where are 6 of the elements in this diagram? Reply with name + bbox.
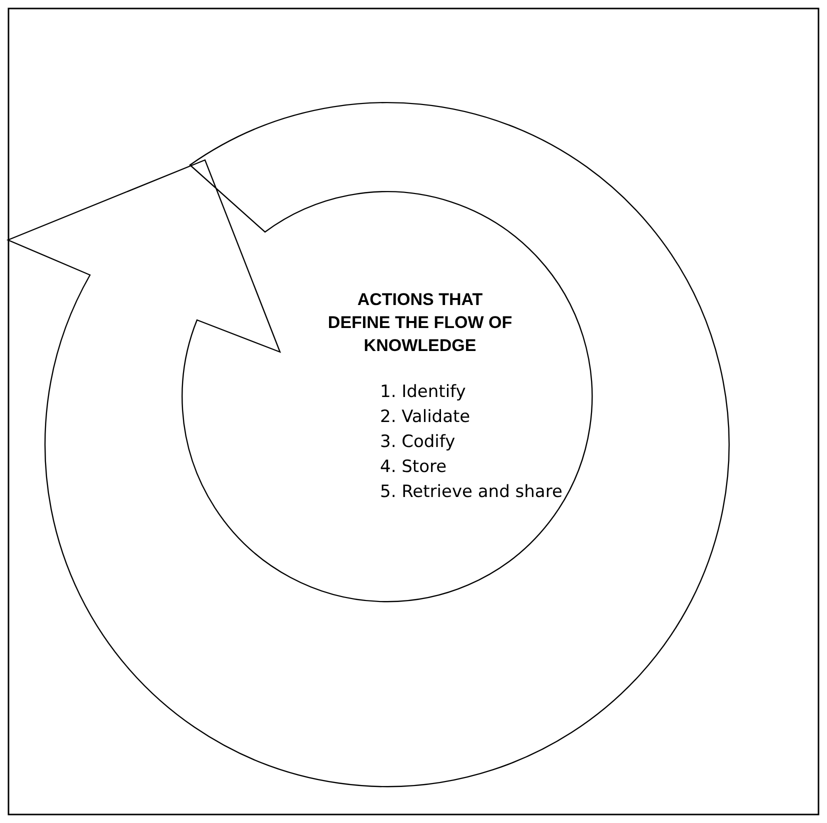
heading: ACTIONS THAT DEFINE THE FLOW OF KNOWLEDGE bbox=[326, 289, 514, 357]
list-item: 5. Retrieve and share bbox=[380, 481, 562, 504]
list-item: 2. Validate bbox=[380, 406, 470, 429]
list-item: 4. Store bbox=[380, 456, 447, 479]
list-item: 3. Codify bbox=[380, 431, 456, 454]
list-item: 1. Identify bbox=[380, 381, 466, 404]
